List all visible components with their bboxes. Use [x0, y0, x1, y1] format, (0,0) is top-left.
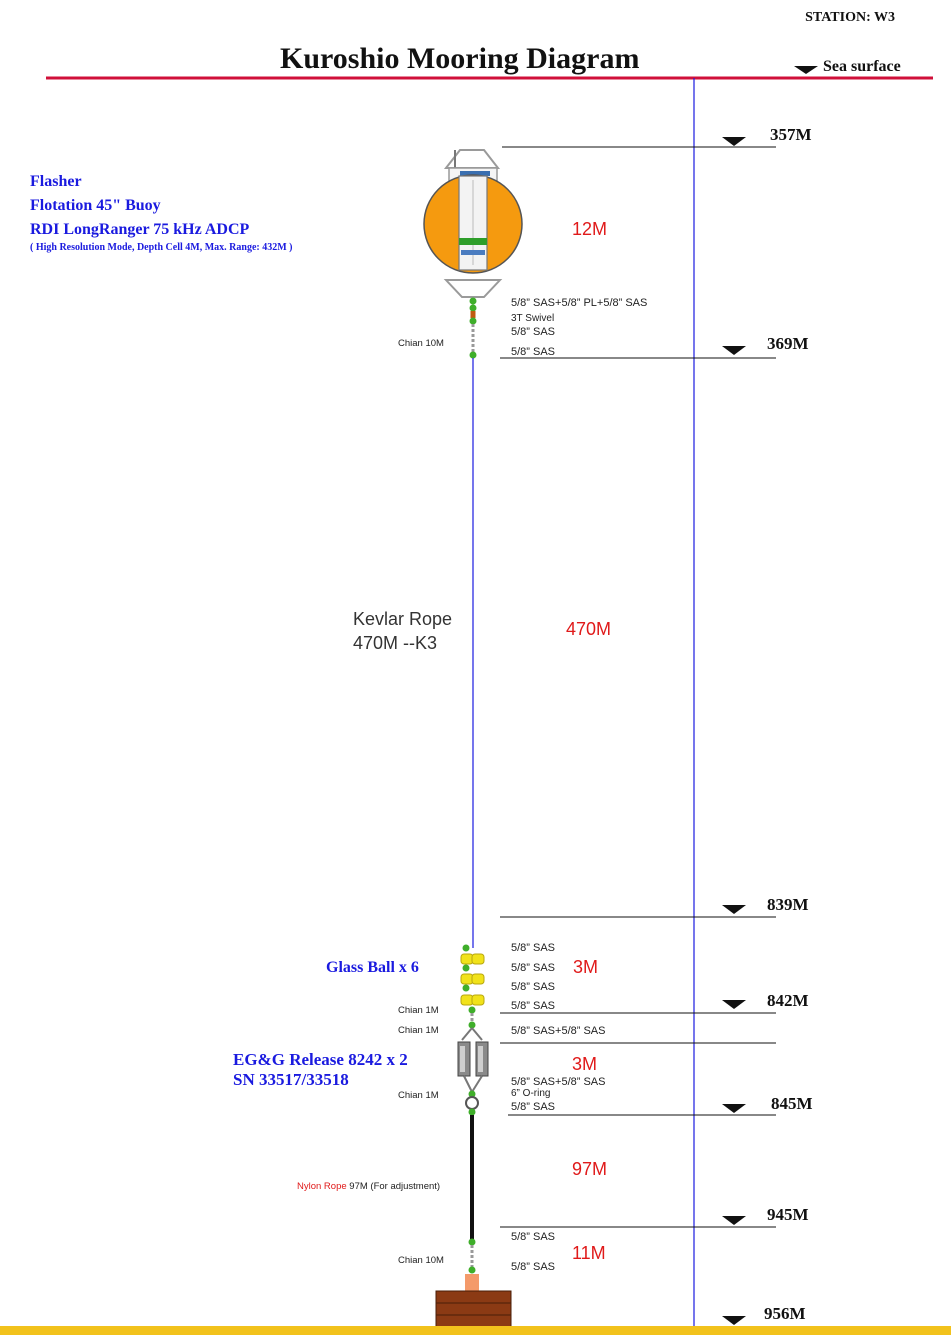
depth-marker-icon	[722, 1104, 746, 1113]
hardware-spec: 5/8” SAS	[511, 326, 556, 338]
hardware-spec: 6” O-ring	[511, 1088, 551, 1099]
chain-label: Chian 1M	[398, 1025, 439, 1036]
nylon-rope-name: Nylon Rope	[297, 1181, 347, 1192]
hardware-spec: 5/8” SAS	[511, 346, 556, 358]
depth-marker-icon	[722, 1000, 746, 1009]
depth-label: 839M	[767, 895, 809, 914]
hardware-spec: 5/8” SAS+5/8” PL+5/8” SAS	[511, 297, 648, 309]
station-label: STATION: W3	[805, 10, 895, 25]
hardware-spec: 5/8” SAS	[511, 942, 556, 954]
chain-label: Chian 10M	[398, 338, 444, 349]
acoustic-release-icon	[457, 1021, 489, 1116]
depth-label: 357M	[770, 125, 812, 144]
segment-length: 3M	[572, 1054, 598, 1074]
anchor-chain-icon	[465, 1238, 479, 1291]
segment-length: 97M	[572, 1159, 608, 1179]
sea-surface-label: Sea surface	[823, 58, 901, 75]
hardware-spec: 3T Swivel	[511, 313, 555, 324]
release-serial: SN 33517/33518	[233, 1070, 349, 1089]
segment-length: 470M	[566, 619, 612, 639]
buoy-label-flasher: Flasher	[30, 173, 82, 190]
nylon-rope-detail: 97M (For adjustment)	[346, 1181, 441, 1192]
flotation-buoy-icon	[423, 149, 523, 298]
hardware-spec: 5/8” SAS	[511, 1261, 556, 1273]
depth-label: 845M	[771, 1094, 813, 1113]
depth-marker-icon	[722, 137, 746, 146]
chain-label: Chian 1M	[398, 1090, 439, 1101]
depth-label: 945M	[767, 1205, 809, 1224]
anchor-icon	[435, 1290, 512, 1328]
release-label: EG&G Release 8242 x 2	[233, 1050, 408, 1069]
sea-surface-marker-icon	[794, 66, 818, 74]
buoy-label-adcp: RDI LongRanger 75 kHz ADCP	[30, 221, 250, 238]
kevlar-rope-length: 470M --K3	[353, 633, 438, 653]
nylon-rope-label: Nylon Rope 97M (For adjustment)	[297, 1181, 440, 1192]
segment-length: 11M	[572, 1243, 606, 1263]
buoy-label-flotation: Flotation 45" Buoy	[30, 197, 161, 214]
hardware-spec: 5/8” SAS	[511, 981, 556, 993]
kevlar-rope-label: Kevlar Rope	[353, 609, 453, 629]
chain-label: Chian 1M	[398, 1005, 439, 1016]
hardware-spec: 5/8” SAS	[511, 1101, 556, 1113]
diagram-title: Kuroshio Mooring Diagram	[280, 42, 640, 75]
depth-marker-icon	[722, 905, 746, 914]
glass-ball-label: Glass Ball x 6	[326, 959, 419, 976]
segment-length: 12M	[572, 219, 608, 239]
hardware-spec: 5/8” SAS+5/8” SAS	[511, 1076, 606, 1088]
hardware-spec: 5/8” SAS	[511, 962, 556, 974]
segment-length: 3M	[573, 957, 599, 977]
depth-label: 956M	[764, 1304, 806, 1323]
depth-label: 369M	[767, 334, 809, 353]
seabed-bar	[0, 1326, 951, 1335]
hardware-spec: 5/8” SAS	[511, 1000, 556, 1012]
chain-label: Chian 10M	[398, 1255, 444, 1266]
buoy-hardware-icon	[469, 297, 477, 359]
buoy-label-adcp-settings: ( High Resolution Mode, Depth Cell 4M, M…	[30, 242, 293, 253]
depth-label: 842M	[767, 991, 809, 1010]
hardware-spec: 5/8” SAS	[511, 1231, 556, 1243]
depth-marker-icon	[722, 1316, 746, 1325]
depth-marker-icon	[722, 346, 746, 355]
glass-ball-icon	[460, 944, 485, 1022]
depth-marker-icon	[722, 1216, 746, 1225]
hardware-spec: 5/8” SAS+5/8” SAS	[511, 1025, 606, 1037]
